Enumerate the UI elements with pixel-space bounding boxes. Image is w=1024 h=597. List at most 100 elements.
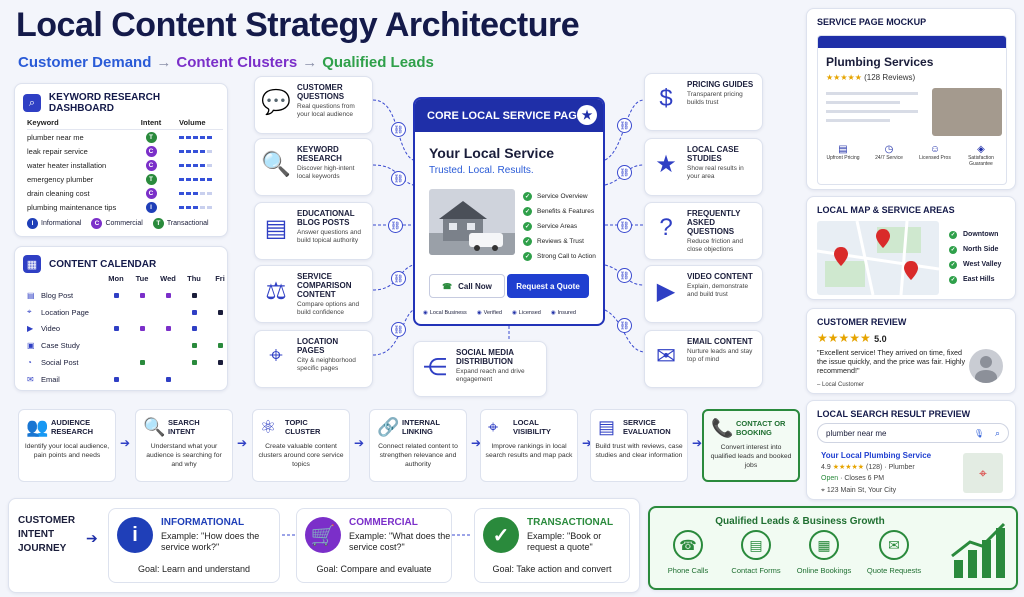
- content-type-label: Location Page: [41, 307, 89, 317]
- legend-label: Transactional: [166, 220, 209, 227]
- legend-label: Commercial: [105, 220, 143, 227]
- calendar-day: Mon: [108, 274, 124, 283]
- check-item: ✓Benefits & Features: [523, 204, 596, 219]
- request-quote-button[interactable]: Request a Quote: [507, 274, 589, 298]
- intent-cell: C: [133, 187, 169, 199]
- check-icon: ✓: [523, 222, 532, 231]
- legend-badge: T: [152, 218, 164, 229]
- step-icon: 📞: [711, 418, 734, 438]
- search-result-title[interactable]: Your Local Plumbing Service: [821, 451, 932, 460]
- call-now-button[interactable]: ☎Call Now: [429, 274, 505, 298]
- text-line: [826, 92, 918, 95]
- service-area: ✓North Side: [949, 242, 1001, 257]
- content-type-icon: ⌖: [27, 307, 32, 317]
- step-desc: Understand what your audience is searchi…: [146, 443, 222, 468]
- volume-bar: [179, 135, 213, 139]
- review-label: Customer Review: [817, 317, 907, 327]
- node-title: Customer Questions: [297, 83, 345, 101]
- step-icon: ▤: [598, 417, 616, 437]
- link-icon: ⛓: [617, 318, 632, 333]
- mockup-stars: ★★★★★ (128 Reviews): [826, 73, 915, 82]
- calendar-cell: [155, 292, 181, 298]
- service-area: ✓West Valley: [949, 257, 1001, 272]
- calendar-cell: [207, 343, 233, 349]
- calendar-cell: [155, 326, 181, 332]
- service-area: ✓Downtown: [949, 227, 1001, 242]
- lead-label: Phone Calls: [667, 566, 709, 575]
- calendar-mark: [191, 326, 197, 332]
- search-box[interactable]: plumber near me 🎙 ⌕: [817, 423, 1009, 443]
- keyword-text: plumber near me: [27, 132, 84, 142]
- content-type-icon: ▶: [27, 324, 34, 334]
- mockup-browser: Plumbing Services ★★★★★ (128 Reviews) ▤U…: [817, 35, 1007, 185]
- content-type-icon: ◔: [27, 358, 32, 368]
- volume-segment: [179, 163, 184, 167]
- volume-segment: [179, 191, 184, 195]
- content-node: 💬Customer QuestionsReal questions from y…: [254, 76, 373, 134]
- calendar-mark: [139, 326, 145, 332]
- trust-badge: ◉Insured: [551, 310, 576, 316]
- calendar-mark: [191, 360, 197, 366]
- keyword-text: emergency plumber: [27, 174, 94, 184]
- check-item: ✓Reviews & Trust: [523, 234, 596, 249]
- calendar-cell: [207, 360, 233, 366]
- volume-bar: [179, 149, 213, 153]
- calendar-mark: [165, 292, 171, 298]
- flow-step: ⌖Local VisibilityImprove rankings in loc…: [480, 409, 578, 482]
- calendar-mark: [191, 343, 197, 349]
- badge-icon: ◉: [511, 310, 517, 316]
- step-desc: Identify your local audience, pain point…: [24, 443, 110, 459]
- result-open: Open: [821, 475, 839, 482]
- flow-step: 🔍Search IntentUnderstand what your audie…: [135, 409, 233, 482]
- volume-segment: [207, 177, 212, 181]
- volume-bar: [179, 177, 213, 181]
- feature-label: Satisfaction Guarantee: [968, 155, 994, 167]
- calendar-mark: [113, 326, 119, 332]
- rating-stars: ★★★★★: [826, 73, 862, 82]
- intent-cell: I: [133, 201, 169, 213]
- request-quote-label: Request a Quote: [516, 281, 580, 291]
- volume-bar: [179, 191, 213, 195]
- calendar-day: Thu: [187, 274, 201, 283]
- search-preview-panel: Local Search Result Preview plumber near…: [806, 400, 1016, 500]
- step-title: Audience Research: [51, 418, 94, 436]
- step-title: Service Evaluation: [623, 418, 671, 436]
- lead-icon: ✉: [879, 530, 909, 560]
- calendar-cell: [129, 326, 155, 332]
- calendar-cell: [181, 309, 207, 315]
- lead-item: ▦Online Bookings: [794, 530, 854, 575]
- node-desc: Nurture leads and stay top of mind: [687, 348, 753, 363]
- node-icon: ⚖: [265, 277, 287, 305]
- search-icon[interactable]: ⌕: [994, 427, 1000, 438]
- calendar-mark: [113, 292, 119, 298]
- link-icon: ⛓: [391, 122, 406, 137]
- check-icon: ✓: [523, 207, 532, 216]
- arrow-icon: ➔: [692, 436, 703, 450]
- review-text: "Excellent service! They arrived on time…: [817, 348, 966, 375]
- microphone-icon[interactable]: 🎙: [973, 428, 984, 438]
- calendar-icon: ▦: [23, 255, 41, 273]
- core-header: Core Local Service Page ★: [415, 99, 603, 132]
- intent-badge: T: [145, 131, 157, 143]
- mockup-features: ▤Upfront Pricing◷24/7 Service☺Licensed P…: [820, 144, 1004, 167]
- content-node: 🔍Keyword ResearchDiscover high-intent lo…: [254, 138, 373, 196]
- calendar-row: ▣Case Study: [27, 337, 233, 354]
- step-icon: ⚛: [260, 417, 277, 437]
- calendar-mark: [191, 309, 197, 315]
- content-node: ▶Video ContentExplain, demonstrate and b…: [644, 265, 763, 323]
- share-icon: ⋲: [423, 353, 447, 381]
- area-label: West Valley: [963, 261, 1002, 268]
- calendar-cell: [103, 376, 129, 382]
- flow-step: 🔗Internal LinkingConnect related content…: [369, 409, 467, 482]
- link-icon: ⛓: [391, 271, 406, 286]
- check-icon: ✓: [523, 252, 532, 261]
- calendar-row: ⌖ Location Page: [27, 304, 233, 321]
- journey-goal: Goal: Learn and understand: [137, 564, 251, 574]
